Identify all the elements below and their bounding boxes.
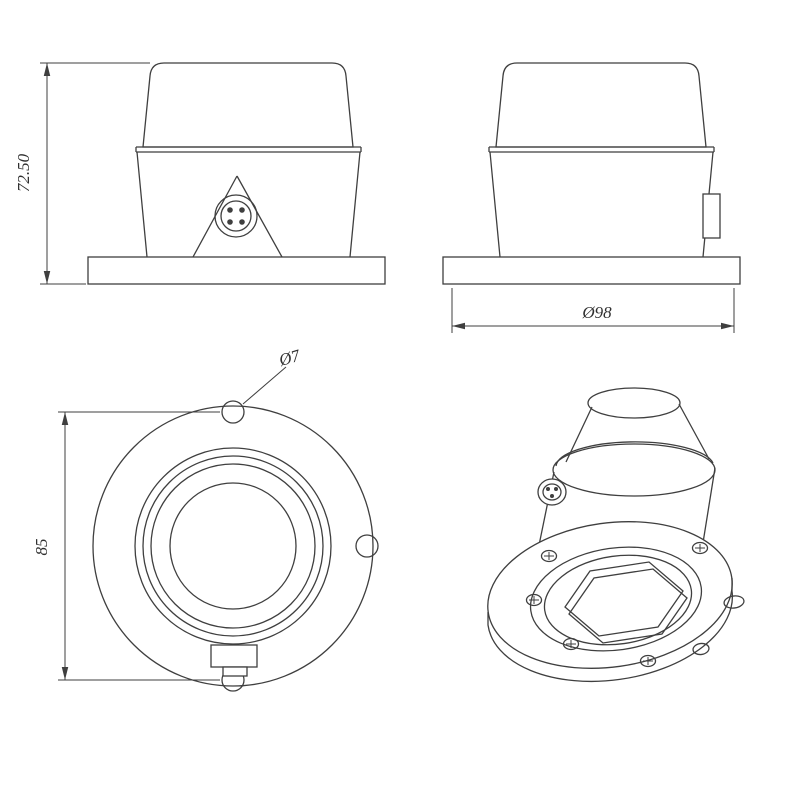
iso-flange-face (487, 521, 733, 669)
front-connector (214, 194, 258, 238)
screw-icon (540, 549, 558, 563)
side-dome (495, 62, 707, 148)
iso-inner-ring-outer (529, 546, 703, 652)
iso-dome-top (587, 387, 681, 419)
height-dimension: 72.50 (14, 62, 150, 285)
bolt-spacing-label: 85 (32, 539, 51, 556)
bolt-spacing-dimension: 85 (32, 411, 220, 681)
lens-ring-1 (134, 447, 332, 645)
screw-icon (691, 541, 709, 555)
front-body (136, 151, 361, 258)
hole-diameter-label: Ø7 (276, 345, 304, 370)
iso-flange-rim (487, 578, 734, 683)
lens-ring-4 (169, 482, 297, 610)
front-flange (87, 256, 386, 285)
side-connector-box (702, 193, 721, 239)
iso-screws (525, 541, 709, 668)
side-joint-band (488, 146, 715, 153)
iso-inner-ring-inner (543, 554, 693, 646)
side-flange (442, 256, 741, 285)
front-gusset (192, 175, 283, 258)
screw-icon (562, 637, 580, 651)
side-view: Ø98 (442, 62, 741, 333)
lens-ring-2 (142, 455, 324, 637)
mount-hole-right (355, 534, 379, 558)
front-joint-band (135, 146, 362, 153)
screw-icon (525, 593, 543, 607)
isometric-view (487, 387, 745, 683)
iso-mount-holes (692, 595, 745, 656)
hole-diameter-leader: Ø7 (242, 345, 304, 405)
screw-icon (639, 654, 657, 668)
front-dome (142, 62, 354, 148)
iso-connector (537, 478, 567, 506)
bottom-connector (210, 644, 258, 677)
bottom-view: Ø7 85 (32, 345, 379, 692)
iso-hex-opening (564, 561, 688, 644)
iso-body (536, 387, 716, 556)
height-dimension-label: 72.50 (14, 153, 33, 192)
mount-hole-top (221, 400, 245, 424)
flange-outline (92, 405, 374, 687)
flange-diameter-label: Ø98 (581, 303, 612, 322)
flange-diameter-dimension: Ø98 (451, 288, 735, 333)
side-body (489, 151, 714, 258)
front-view: 72.50 (14, 62, 386, 285)
lens-ring-3 (150, 463, 316, 629)
